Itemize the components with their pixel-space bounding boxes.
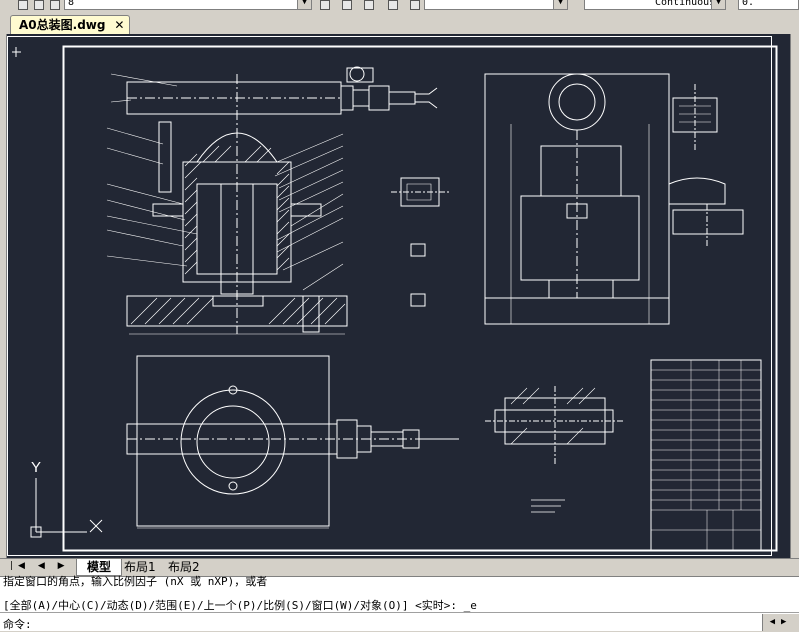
detail-views <box>391 177 451 307</box>
layer-previous-icon[interactable] <box>342 0 352 10</box>
properties-toolbar: 8 ▼ ▼ Continuous ▼ 0. <box>0 0 799 13</box>
color-icon[interactable] <box>410 0 420 10</box>
color-combo[interactable]: ▼ <box>424 0 568 10</box>
command-divider <box>0 612 799 613</box>
side-view <box>484 73 670 325</box>
tab-layout1[interactable]: 布局1 <box>114 559 166 575</box>
tab-model[interactable]: 模型 <box>76 559 123 576</box>
document-tab-title: A0总装图.dwg <box>19 18 106 32</box>
linetype-combo-value: Continuous <box>655 0 716 8</box>
layer-combo-value: 8 <box>68 0 75 8</box>
ucs-y-label: Y <box>31 459 41 476</box>
chevron-down-icon[interactable]: ▼ <box>711 0 725 9</box>
drawing-canvas[interactable]: Y <box>7 34 791 558</box>
sheet-border-outer <box>7 36 772 556</box>
lineweight-combo[interactable]: 0. <box>738 0 799 10</box>
section-details <box>668 84 744 248</box>
match-properties-icon[interactable] <box>364 0 374 10</box>
close-icon[interactable]: ✕ <box>114 18 125 32</box>
tab-model-label: 模型 <box>87 560 112 574</box>
pin-detail <box>485 386 623 513</box>
left-scrollbar-strip <box>0 34 7 558</box>
make-current-icon[interactable] <box>320 0 330 10</box>
layer-freeze-icon[interactable] <box>34 0 44 10</box>
command-window[interactable]: 指定窗口的角点，输入比例因子 (nX 或 nXP)，或者 [全部(A)/中心(C… <box>0 575 799 631</box>
linetype-combo[interactable]: Continuous ▼ <box>584 0 726 10</box>
title-block <box>650 359 762 551</box>
command-scroll-arrows[interactable]: ◀▶ <box>762 614 799 631</box>
command-prompt[interactable]: 命令: <box>3 618 32 631</box>
layer-combo[interactable]: 8 ▼ <box>64 0 312 10</box>
top-view <box>126 355 459 529</box>
command-history-line-2: [全部(A)/中心(C)/动态(D)/范围(E)/上一个(P)/比例(S)/窗口… <box>3 599 477 612</box>
chevron-down-icon[interactable]: ▼ <box>553 0 567 9</box>
tab-layout1-label: 布局1 <box>124 560 156 574</box>
right-scrollbar-strip <box>790 34 799 558</box>
layer-manager-icon[interactable] <box>388 0 398 10</box>
command-history-line-1: 指定窗口的角点，输入比例因子 (nX 或 nXP)，或者 <box>3 575 268 588</box>
document-tab-bar: A0总装图.dwg ✕ <box>0 12 799 35</box>
lineweight-combo-value: 0. <box>742 0 755 8</box>
tab-layout2[interactable]: 布局2 <box>158 559 210 575</box>
layer-lock-icon[interactable] <box>50 0 60 10</box>
front-view <box>106 66 438 335</box>
ucs-icon <box>30 478 103 538</box>
layer-state-icon[interactable] <box>18 0 28 10</box>
document-tab[interactable]: A0总装图.dwg ✕ <box>10 15 131 34</box>
layout-nav-buttons[interactable]: |◀ ◀ ▶ ▶| <box>10 561 98 571</box>
chevron-down-icon[interactable]: ▼ <box>297 0 311 9</box>
tab-layout2-label: 布局2 <box>168 560 200 574</box>
layout-tab-bar: |◀ ◀ ▶ ▶| 模型 布局1 布局2 <box>0 558 799 577</box>
drawing-svg: Y <box>7 36 778 556</box>
sheet-border-inner <box>62 45 778 552</box>
